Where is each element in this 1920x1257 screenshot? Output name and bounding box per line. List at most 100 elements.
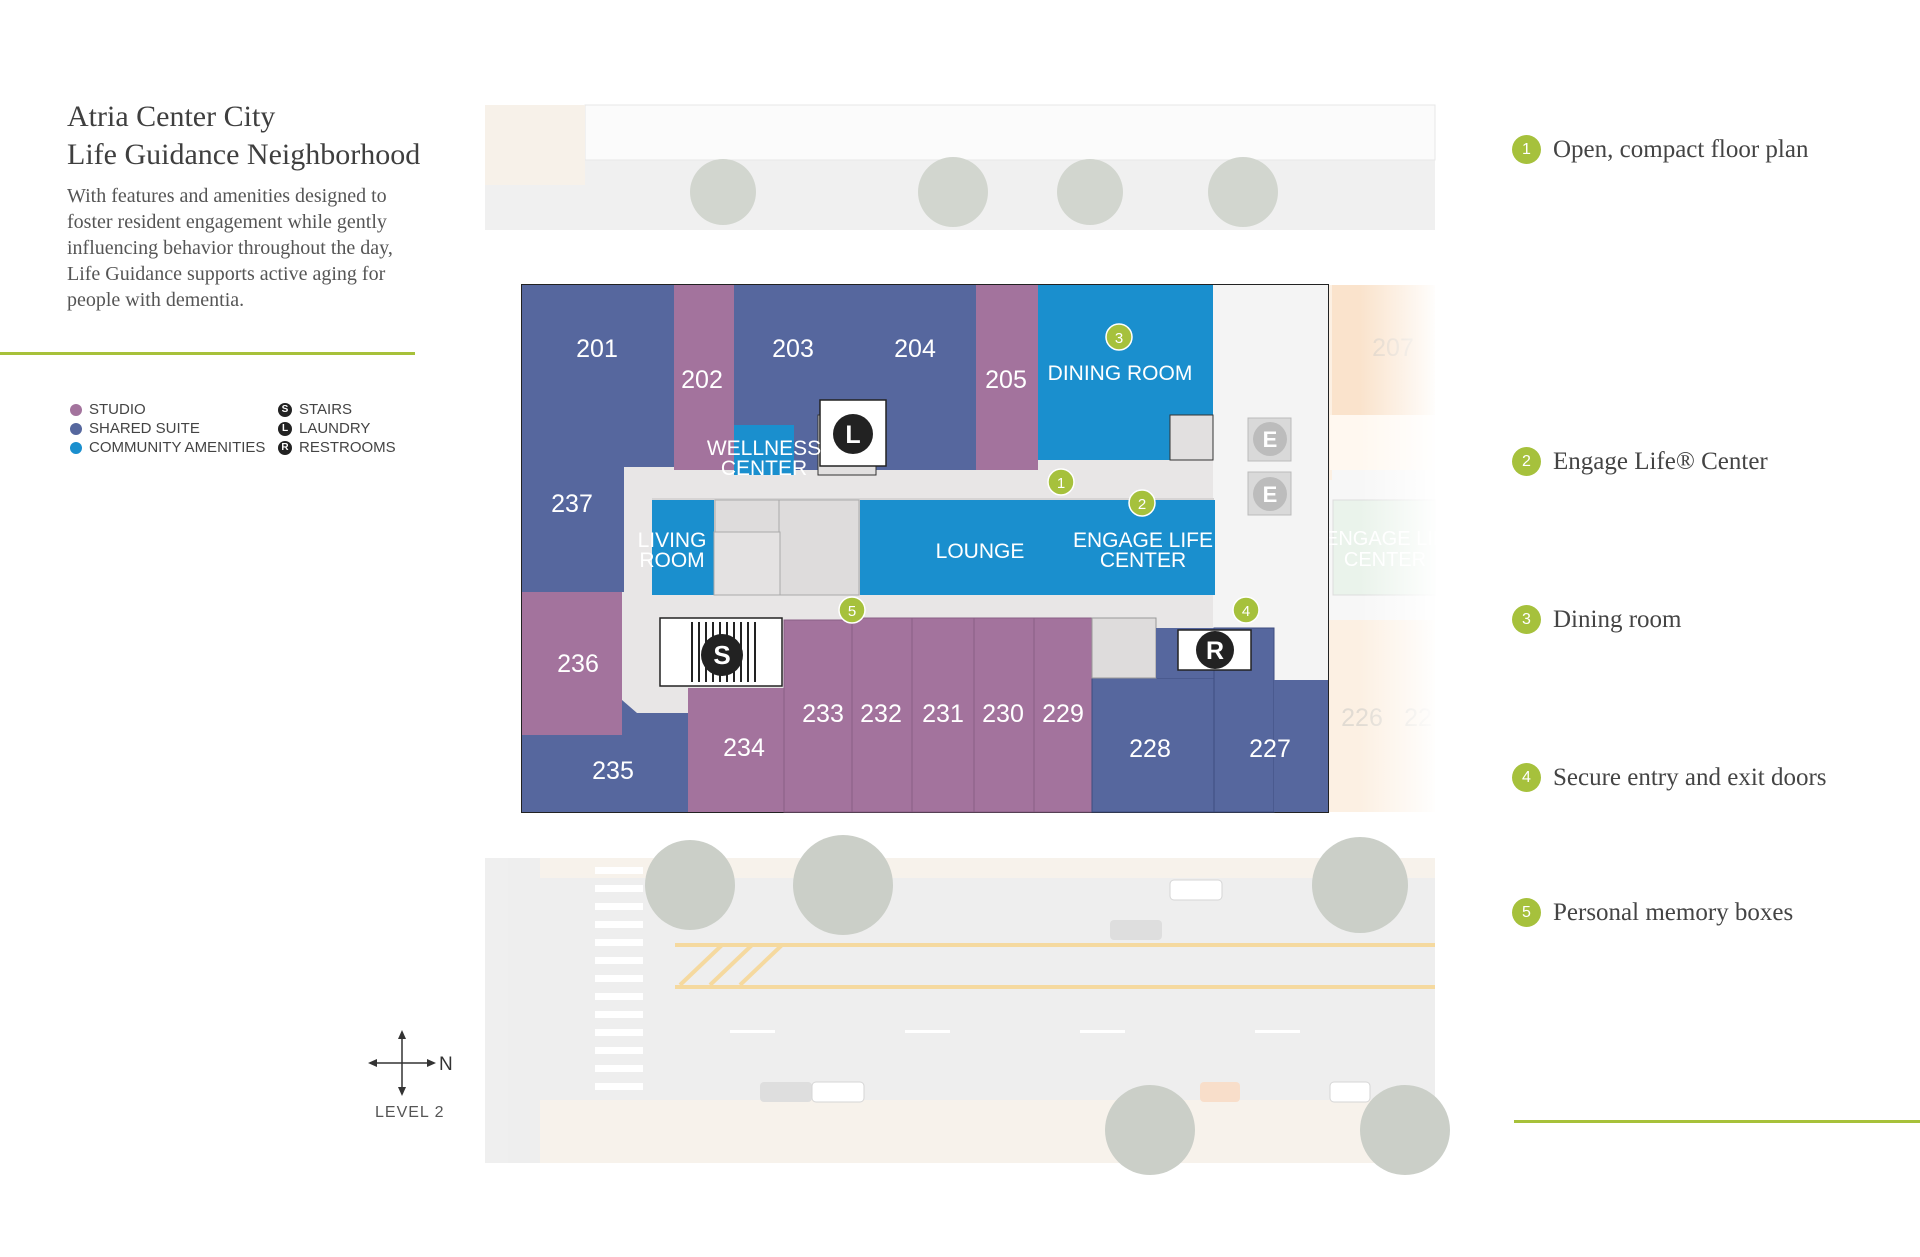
car-icon	[811, 1081, 865, 1103]
room-230-label: 230	[982, 700, 1024, 728]
room-228[interactable]	[1091, 677, 1215, 813]
marker-number: 4	[1242, 603, 1250, 620]
living-room-label: LIVING	[638, 529, 707, 552]
legend-label: LAUNDRY	[299, 420, 371, 437]
room-201[interactable]	[522, 285, 674, 417]
room-236[interactable]	[522, 592, 622, 735]
marker-5[interactable]: 5	[838, 596, 866, 624]
room-202[interactable]	[674, 285, 734, 470]
marker-4[interactable]: 4	[1232, 596, 1260, 624]
legend-item-studio: STUDIO	[70, 401, 146, 418]
room-237-label: 237	[551, 490, 593, 518]
elevator-symbol: E	[1263, 427, 1278, 452]
lounge-label: LOUNGE	[936, 540, 1025, 563]
divider	[1514, 1120, 1920, 1123]
marker-icon: 4	[1512, 763, 1541, 792]
tree-icon	[1208, 157, 1278, 227]
room-228-label: 228	[1129, 735, 1171, 763]
compass-arrows-icon: N	[368, 1030, 453, 1096]
feature-2: 2 Engage Life® Center	[1512, 447, 1768, 476]
feature-label: Engage Life® Center	[1553, 447, 1768, 475]
marker-icon	[1128, 489, 1156, 517]
car-icon	[1110, 920, 1162, 940]
legend-label: SHARED SUITE	[89, 420, 200, 437]
room-234[interactable]	[688, 688, 792, 812]
legend-item-stairs: S STAIRS	[278, 401, 352, 418]
marker-2[interactable]: 2	[1128, 489, 1156, 517]
legend-item-community: COMMUNITY AMENITIES	[70, 439, 265, 456]
elevator-icon	[1253, 477, 1287, 511]
compass: N	[368, 1030, 458, 1096]
feature-1: 1 Open, compact floor plan	[1512, 135, 1808, 164]
divider	[0, 352, 415, 355]
legend-item-shared-suite: SHARED SUITE	[70, 420, 200, 437]
restroom-icon	[1196, 631, 1234, 669]
title-line-1: Atria Center City	[67, 100, 276, 133]
elevator-icon	[1253, 422, 1287, 456]
elevator-core: E E	[1247, 417, 1292, 516]
room-labels: 201 202 203 204 205 237 236 235 234 233 …	[551, 335, 1291, 785]
room-232-label: 232	[860, 700, 902, 728]
amenity-labels: DINING ROOM WELLNESS CENTER LIVING ROOM …	[638, 362, 1213, 572]
tree-icon	[793, 835, 893, 935]
west-rooms	[522, 417, 702, 812]
restroom-symbol: R	[1206, 637, 1224, 665]
marker-3[interactable]: 3	[1105, 323, 1133, 351]
legend-item-restrooms: R RESTROOMS	[278, 439, 396, 456]
tree-icon	[1105, 1085, 1195, 1175]
legend-label: RESTROOMS	[299, 439, 396, 456]
stairs: S	[659, 617, 783, 687]
room-204-label: 204	[894, 335, 936, 363]
marker-icon: 1	[1512, 135, 1541, 164]
interior-band	[652, 498, 1215, 596]
tree-icon	[690, 159, 756, 225]
title-line-2: Life Guidance Neighborhood	[67, 138, 421, 171]
marker-icon	[1105, 323, 1133, 351]
tree-icon	[918, 157, 988, 227]
room-236-label: 236	[557, 650, 599, 678]
room-237[interactable]	[522, 417, 624, 592]
marker-1[interactable]: 1	[1047, 468, 1075, 496]
marker-icon	[1232, 596, 1260, 624]
marker-icon: 5	[1512, 898, 1541, 927]
tree-icon	[1057, 159, 1123, 225]
feature-label: Open, compact floor plan	[1553, 135, 1809, 163]
car-icon	[1329, 1081, 1371, 1103]
lounge-engage-life[interactable]	[860, 500, 1215, 595]
living-room[interactable]	[652, 500, 714, 595]
car-icon	[1169, 879, 1223, 901]
room-202-label: 202	[681, 366, 723, 394]
marker-number: 3	[1115, 330, 1123, 347]
laundry-icon: L	[278, 421, 292, 436]
north-street-area	[485, 104, 1436, 230]
shared-suite-swatch	[70, 422, 82, 435]
room-205[interactable]	[976, 285, 1038, 470]
room-203-label: 203	[772, 335, 814, 363]
room-201-label: 201	[576, 335, 618, 363]
feature-label: Personal memory boxes	[1553, 898, 1794, 926]
community-swatch	[70, 441, 82, 454]
room-229[interactable]	[1033, 617, 1093, 813]
marker-icon	[838, 596, 866, 624]
studio-swatch	[70, 403, 82, 416]
engage-life-label: CENTER	[1100, 549, 1186, 572]
room-231[interactable]	[911, 617, 975, 813]
room-233[interactable]	[783, 619, 853, 813]
north-rooms: L	[522, 285, 1214, 476]
stairs-icon	[701, 634, 743, 676]
wellness-center-label: CENTER	[721, 457, 807, 480]
car-icon	[760, 1082, 812, 1102]
feature-label: Secure entry and exit doors	[1553, 763, 1827, 791]
marker-icon: 2	[1512, 447, 1541, 476]
legend-label: COMMUNITY AMENITIES	[89, 439, 266, 456]
room-230[interactable]	[973, 617, 1035, 813]
room-232[interactable]	[851, 617, 913, 813]
tree-icon	[645, 840, 735, 930]
room-233-label: 233	[802, 700, 844, 728]
room-229-label: 229	[1042, 700, 1084, 728]
south-street-area	[485, 835, 1450, 1175]
stairs-icon: S	[278, 402, 292, 417]
restroom-icon: R	[278, 440, 292, 455]
